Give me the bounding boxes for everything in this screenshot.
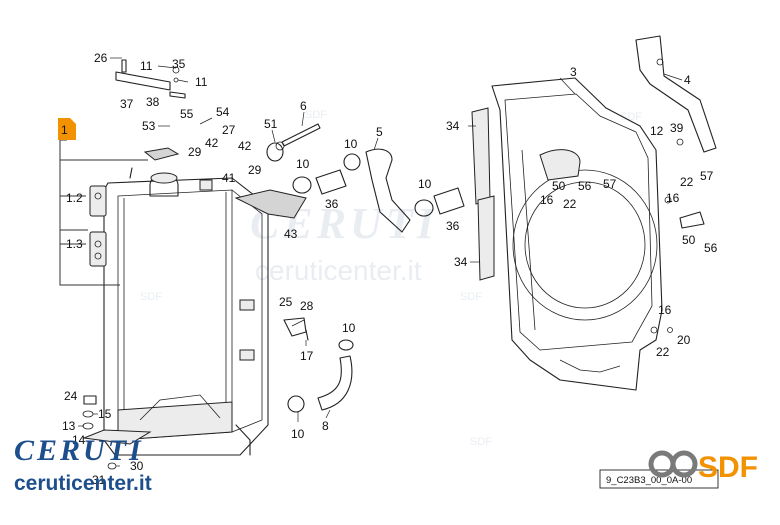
hose-36b <box>433 187 465 215</box>
watermark-sdf-3: SDF <box>460 291 482 303</box>
sdf-logo: SDF <box>648 450 758 484</box>
label-plate-1-2 <box>89 185 107 217</box>
callout-36-b: 36 <box>446 219 460 233</box>
clamp-10b <box>343 153 361 171</box>
callout-16-b: 16 <box>666 191 680 205</box>
callout-29-a: 29 <box>188 145 202 159</box>
ceruti-logo-name: CERUTI <box>14 434 144 467</box>
callout-14: 14 <box>72 433 86 447</box>
sdf-logo-text: SDF <box>698 451 758 484</box>
callout-42-b: 42 <box>238 139 252 153</box>
callout-4: 4 <box>684 73 691 87</box>
callout-39: 39 <box>670 121 684 135</box>
callout-27: 27 <box>222 123 236 137</box>
callout-24: 24 <box>64 389 78 403</box>
callout-50-a: 50 <box>552 179 566 193</box>
callout-29-b: 29 <box>248 163 262 177</box>
callout-50-b: 50 <box>682 233 696 247</box>
callout-10-e: 10 <box>291 427 305 441</box>
callout-22-c: 22 <box>656 345 670 359</box>
callout-34-b: 34 <box>454 255 468 269</box>
callout-10-a: 10 <box>296 157 310 171</box>
callout-16-c: 16 <box>658 303 672 317</box>
fan-shroud <box>491 77 663 391</box>
callout-10-c: 10 <box>418 177 432 191</box>
callout-56-b: 56 <box>704 241 718 255</box>
callout-34-a: 34 <box>446 119 460 133</box>
bracket-4 <box>635 35 717 153</box>
callout-53: 53 <box>142 119 156 133</box>
watermark-sdf-2: SDF <box>140 291 162 303</box>
label-plate-1-3 <box>89 231 107 267</box>
watermark-url: ceruticenter.it <box>255 255 422 286</box>
drawing-code: 9_C23B3_00_0A-00 <box>606 475 692 486</box>
callout-15: 15 <box>98 407 112 421</box>
leader-lines <box>78 57 683 467</box>
hose-8 <box>317 355 353 411</box>
callout-8: 8 <box>322 419 329 433</box>
callout-17: 17 <box>300 349 314 363</box>
callout-41: 41 <box>222 171 236 185</box>
hose-5 <box>365 148 411 233</box>
callout-16-a: 16 <box>540 193 554 207</box>
watermark-sdf-1: SDF <box>305 109 327 121</box>
ceruti-logo: CERUTI ceruticenter.it <box>14 434 152 495</box>
watermark: CERUTI ceruticenter.it SDF SDF SDF SDF S… <box>140 109 642 448</box>
pipe-6 <box>281 123 321 147</box>
clamp-10a <box>292 176 312 194</box>
cap-gasket <box>143 147 180 161</box>
radiator <box>103 167 269 456</box>
sub-label-1-2: 1.2 <box>66 191 83 205</box>
clamp-10c <box>414 199 434 217</box>
group-label: 1 <box>61 123 68 137</box>
callout-5: 5 <box>376 125 383 139</box>
callout-55: 55 <box>180 107 194 121</box>
callout-11-right: 11 <box>195 75 208 89</box>
shroud-seal-34a <box>471 107 491 205</box>
ceruti-logo-url: ceruticenter.it <box>14 472 152 495</box>
callout-57-a: 57 <box>603 177 617 191</box>
clamp-10d <box>287 395 305 413</box>
callout-3: 3 <box>570 65 577 79</box>
callout-26: 26 <box>94 51 108 65</box>
callout-54: 54 <box>216 105 230 119</box>
top-bracket-37 <box>115 71 171 91</box>
callout-10-b: 10 <box>344 137 358 151</box>
callout-10-d: 10 <box>342 321 356 335</box>
hose-36a <box>315 169 347 195</box>
callout-36-a: 36 <box>325 197 339 211</box>
sealing-strip-43 <box>234 189 307 219</box>
callout-51: 51 <box>264 117 278 131</box>
callout-13: 13 <box>62 419 76 433</box>
clamp-10e <box>338 339 354 351</box>
callout-35: 35 <box>172 57 186 71</box>
group-marker <box>58 118 76 140</box>
callout-38: 38 <box>146 95 160 109</box>
callout-25: 25 <box>279 295 293 309</box>
callout-42-a: 42 <box>205 136 219 150</box>
callout-12: 12 <box>650 124 664 138</box>
callout-56-a: 56 <box>578 179 592 193</box>
callout-11-top: 11 <box>140 59 153 73</box>
sub-label-1-3: 1.3 <box>66 237 83 251</box>
callout-37: 37 <box>120 97 134 111</box>
shroud-seal-34b <box>477 195 495 281</box>
watermark-sdf-5: SDF <box>620 111 642 123</box>
callout-28: 28 <box>300 299 314 313</box>
callout-30: 30 <box>130 459 144 473</box>
sdf-logo-ring-right <box>670 450 698 478</box>
callout-31: 31 <box>92 473 106 487</box>
callout-57-b: 57 <box>700 169 714 183</box>
callout-22-b: 22 <box>680 175 694 189</box>
callouts: 26 11 35 11 37 38 54 53 55 6 27 42 29 42… <box>62 51 718 487</box>
watermark-sdf-4: SDF <box>470 436 492 448</box>
clamp-51 <box>266 142 284 162</box>
callout-20: 20 <box>677 333 691 347</box>
callout-22-a: 22 <box>563 197 577 211</box>
callout-6: 6 <box>300 99 307 113</box>
callout-43: 43 <box>284 227 298 241</box>
